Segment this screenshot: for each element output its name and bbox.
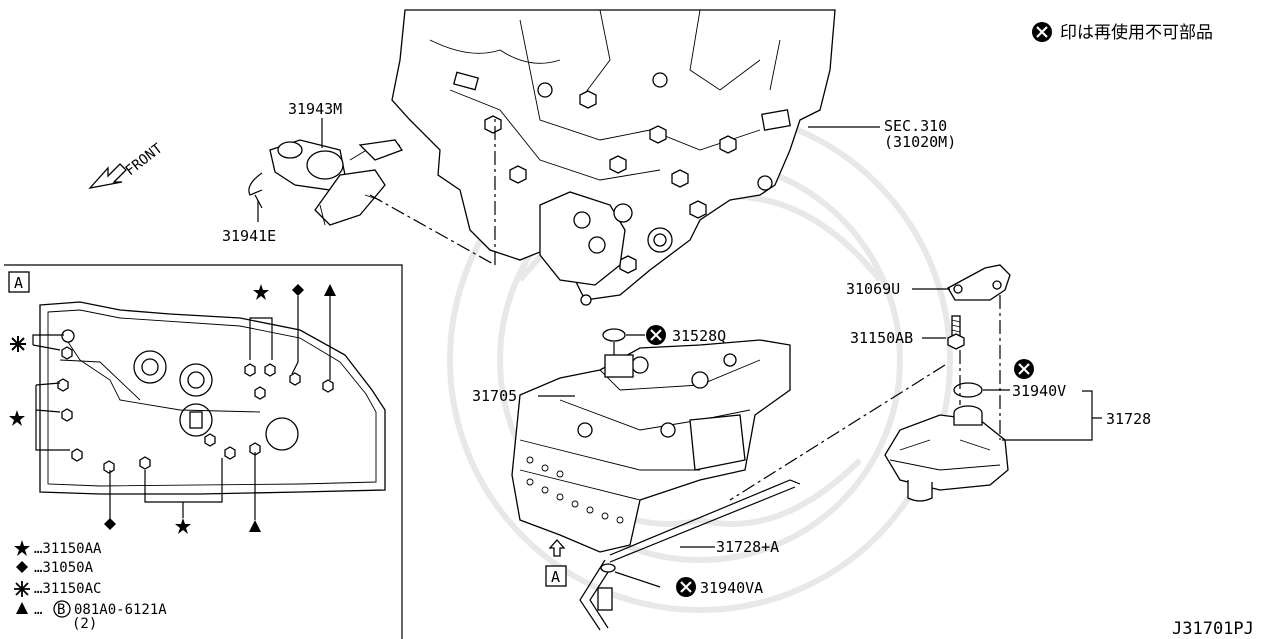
clip-31941e <box>248 172 263 209</box>
view-a-panel: A <box>4 264 403 639</box>
bolt-31150ab <box>947 315 965 350</box>
label-31069u: 31069U <box>846 280 900 298</box>
transmission-case <box>391 9 836 306</box>
view-a-arrow: A <box>545 539 567 587</box>
front-arrow: FRONT <box>88 140 167 189</box>
control-valve-31705 <box>511 339 791 553</box>
label-31528q: 31528Q <box>672 327 726 345</box>
strainer-31728 <box>884 405 1009 502</box>
legend-row-diamond: …31050A <box>16 560 94 576</box>
svg-text:B: B <box>57 602 65 618</box>
tube-31728a <box>579 479 801 631</box>
legend-row-asterisk-x: …31150AC <box>14 581 101 597</box>
label-31705: 31705 <box>472 387 517 405</box>
oring-31528q <box>602 328 626 342</box>
svg-text:…31150AA: …31150AA <box>34 541 102 557</box>
svg-text:…: … <box>34 602 42 618</box>
notice-text: 印は再使用不可部品 <box>1060 22 1213 43</box>
front-label: FRONT <box>123 140 167 179</box>
reuse-notice: 印は再使用不可部品 <box>1032 22 1213 43</box>
x-circle-icon <box>676 577 696 597</box>
bracket-31069u <box>947 264 1011 301</box>
oring-31940v <box>953 382 983 398</box>
label-31941e: 31941E <box>222 227 276 245</box>
triangle-icon <box>249 520 261 532</box>
label-31728: 31728 <box>1106 410 1151 428</box>
svg-text:…31050A: …31050A <box>34 560 94 576</box>
triangle-icon <box>324 284 336 296</box>
label-31940v: 31940V <box>1012 382 1066 400</box>
svg-text:081A0-6121A: 081A0-6121A <box>74 602 167 618</box>
label-31020m: (31020M) <box>884 133 956 151</box>
svg-text:A: A <box>551 568 560 586</box>
star-icon <box>9 284 269 534</box>
view-a-marker: A <box>14 274 23 292</box>
svg-text:…31150AC: …31150AC <box>34 581 101 597</box>
x-circle-icon <box>646 325 666 345</box>
asterisk-x-icon <box>10 336 26 352</box>
label-31150ab: 31150AB <box>850 329 913 347</box>
view-a-marker-box <box>8 271 30 293</box>
drawing-number: J31701PJ <box>1172 619 1254 639</box>
diamond-icon <box>292 284 304 296</box>
symbol-legend: …31150AA …31050A …31150AC … B 081A0-6121… <box>14 540 167 632</box>
label-sec-310: SEC.310 <box>884 117 947 135</box>
diamond-icon <box>104 518 116 530</box>
label-31940va: 31940VA <box>700 579 763 597</box>
solenoid-31943m <box>269 139 404 226</box>
legend-row-triangle: … B 081A0-6121A (2) <box>16 600 167 632</box>
svg-text:(2): (2) <box>72 616 97 632</box>
oring-31940va <box>600 563 616 573</box>
x-circle-icon <box>1032 22 1052 42</box>
x-circle-icon <box>1014 359 1034 379</box>
legend-row-star: …31150AA <box>14 540 102 557</box>
label-31728a: 31728+A <box>716 538 779 556</box>
label-31943m: 31943M <box>288 100 342 118</box>
